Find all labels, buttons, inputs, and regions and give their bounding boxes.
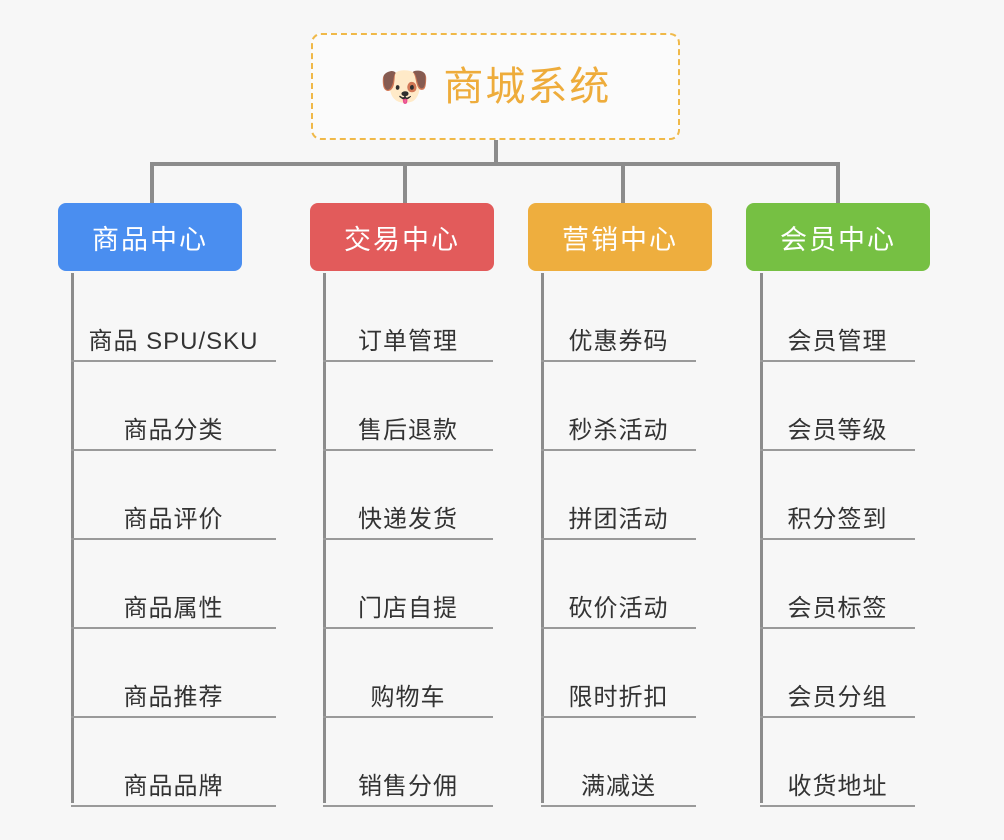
- root-node-shopping-mall-system[interactable]: 🐶 商城系统: [311, 33, 680, 140]
- leaf-label: 限时折扣: [568, 683, 669, 711]
- list-item[interactable]: 优惠券码: [541, 273, 696, 362]
- list-item[interactable]: 会员管理: [760, 273, 915, 362]
- list-item[interactable]: 砍价活动: [541, 540, 696, 629]
- leaf-label: 会员管理: [787, 327, 888, 355]
- list-item[interactable]: 秒杀活动: [541, 362, 696, 451]
- leaf-label: 快递发货: [358, 505, 458, 533]
- leaf-list-4: 会员管理 会员等级 积分签到 会员标签 会员分组 收货地址: [760, 273, 915, 807]
- root-node-title: 商城系统: [443, 64, 612, 109]
- leaf-label: 商品推荐: [123, 683, 224, 711]
- connector-drop-2: [403, 162, 407, 205]
- connector-drop-3: [621, 162, 625, 205]
- leaf-label: 会员等级: [787, 416, 888, 444]
- list-item[interactable]: 会员等级: [760, 362, 915, 451]
- shiba-dog-icon: 🐶: [379, 64, 430, 109]
- leaf-label: 秒杀活动: [568, 416, 669, 444]
- list-item[interactable]: 快递发货: [323, 451, 493, 540]
- leaf-label: 优惠券码: [568, 327, 669, 355]
- category-header-1[interactable]: 商品中心: [58, 203, 242, 271]
- list-item[interactable]: 满减送: [541, 718, 696, 807]
- list-item[interactable]: 会员标签: [760, 540, 915, 629]
- leaf-label: 会员标签: [787, 594, 888, 622]
- leaf-label: 会员分组: [787, 683, 888, 711]
- list-item[interactable]: 门店自提: [323, 540, 493, 629]
- leaf-label: 订单管理: [358, 327, 458, 355]
- leaf-list-3: 优惠券码 秒杀活动 拼团活动 砍价活动 限时折扣 满减送: [541, 273, 696, 807]
- list-item[interactable]: 销售分佣: [323, 718, 493, 807]
- list-item[interactable]: 商品属性: [71, 540, 276, 629]
- connector-root-stem: [494, 140, 498, 164]
- category-header-3[interactable]: 营销中心: [528, 203, 712, 271]
- list-item[interactable]: 售后退款: [323, 362, 493, 451]
- category-header-2[interactable]: 交易中心: [310, 203, 494, 271]
- list-item[interactable]: 限时折扣: [541, 629, 696, 718]
- leaf-list-2: 订单管理 售后退款 快递发货 门店自提 购物车 销售分佣: [323, 273, 493, 807]
- leaf-label: 收货地址: [787, 772, 888, 800]
- connector-drop-4: [836, 162, 840, 205]
- leaf-label: 满减送: [581, 772, 656, 800]
- list-item[interactable]: 商品分类: [71, 362, 276, 451]
- connector-horizontal-bus: [150, 162, 840, 166]
- leaf-label: 砍价活动: [568, 594, 669, 622]
- category-header-4[interactable]: 会员中心: [746, 203, 930, 271]
- list-item[interactable]: 商品评价: [71, 451, 276, 540]
- list-item[interactable]: 会员分组: [760, 629, 915, 718]
- leaf-label: 商品分类: [123, 416, 224, 444]
- leaf-label: 购物车: [370, 683, 446, 711]
- list-item[interactable]: 积分签到: [760, 451, 915, 540]
- connector-drop-1: [150, 162, 154, 205]
- leaf-label: 积分签到: [787, 505, 888, 533]
- leaf-label: 销售分佣: [358, 772, 458, 800]
- leaf-label: 商品评价: [123, 505, 224, 533]
- list-item[interactable]: 购物车: [323, 629, 493, 718]
- leaf-label: 商品属性: [123, 594, 224, 622]
- list-item[interactable]: 商品 SPU/SKU: [71, 273, 276, 362]
- leaf-label: 门店自提: [358, 594, 458, 622]
- leaf-label: 商品 SPU/SKU: [88, 327, 259, 355]
- leaf-list-1: 商品 SPU/SKU 商品分类 商品评价 商品属性 商品推荐 商品品牌: [71, 273, 276, 807]
- leaf-label: 商品品牌: [123, 772, 224, 800]
- list-item[interactable]: 商品推荐: [71, 629, 276, 718]
- leaf-label: 拼团活动: [568, 505, 669, 533]
- list-item[interactable]: 订单管理: [323, 273, 493, 362]
- list-item[interactable]: 商品品牌: [71, 718, 276, 807]
- list-item[interactable]: 收货地址: [760, 718, 915, 807]
- leaf-label: 售后退款: [358, 416, 458, 444]
- list-item[interactable]: 拼团活动: [541, 451, 696, 540]
